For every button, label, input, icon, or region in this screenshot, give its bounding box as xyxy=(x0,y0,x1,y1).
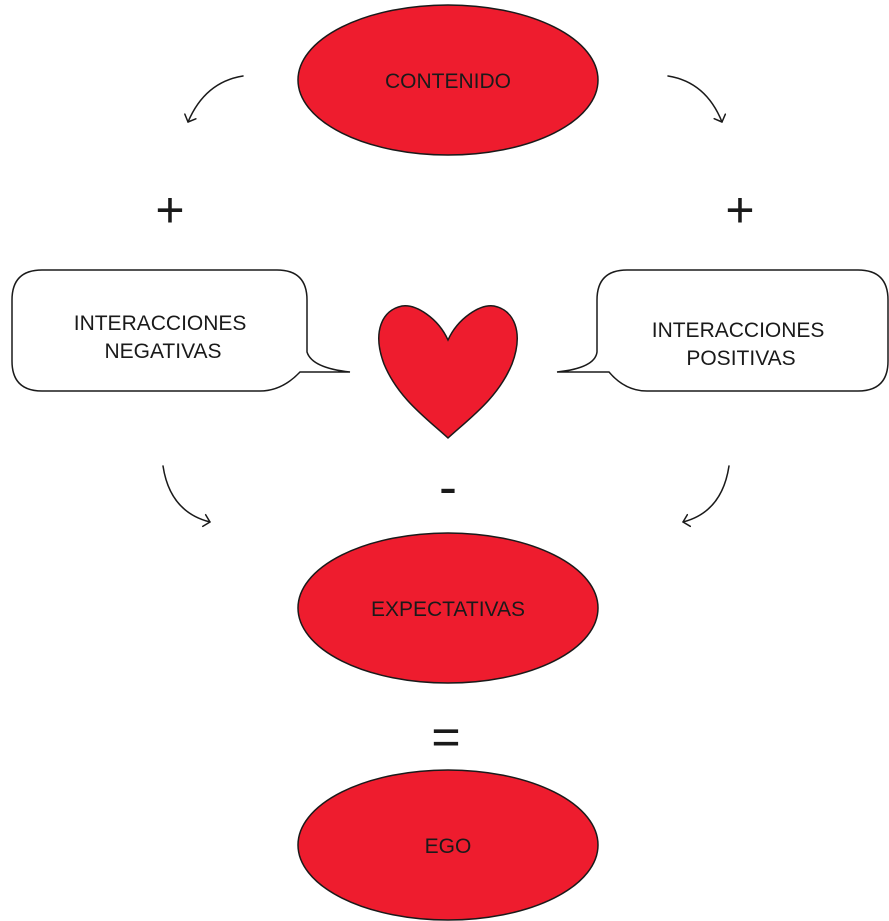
ego-ellipse xyxy=(297,769,599,921)
interacciones-negativas-line1: INTERACCIONES xyxy=(74,312,247,335)
interacciones-positivas-line1: INTERACCIONES xyxy=(652,319,825,342)
expectativas-label: EXPECTATIVAS xyxy=(371,598,525,621)
interacciones-positivas-line2: POSITIVAS xyxy=(686,347,795,370)
interacciones-positivas-label: INTERACCIONES POSITIVAS xyxy=(652,319,831,370)
curved-arrow-icon xyxy=(162,465,211,528)
expectativas-node: EXPECTATIVAS xyxy=(297,532,599,684)
minus-operator: - xyxy=(439,457,457,517)
curved-arrow-icon xyxy=(667,75,727,123)
curved-arrow-icon xyxy=(184,75,244,123)
contenido-label: CONTENIDO xyxy=(385,70,511,93)
speech-bubble-left xyxy=(11,269,351,392)
interacciones-negativas-node: INTERACCIONES NEGATIVAS xyxy=(11,269,351,392)
contenido-ellipse xyxy=(297,4,599,156)
interacciones-negativas-label: INTERACCIONES NEGATIVAS xyxy=(74,312,253,363)
speech-bubble-right xyxy=(556,269,889,392)
interacciones-negativas-line2: NEGATIVAS xyxy=(104,340,221,363)
interacciones-positivas-node: INTERACCIONES POSITIVAS xyxy=(556,269,889,392)
plus-right-operator: + xyxy=(725,182,754,238)
ego-label: EGO xyxy=(425,835,472,858)
equals-operator: = xyxy=(431,709,460,765)
expectativas-ellipse xyxy=(297,532,599,684)
ego-node: EGO xyxy=(297,769,599,921)
plus-left-operator: + xyxy=(155,182,184,238)
heart-icon xyxy=(378,305,518,440)
curved-arrow-icon xyxy=(682,465,730,528)
contenido-node: CONTENIDO xyxy=(297,4,599,156)
